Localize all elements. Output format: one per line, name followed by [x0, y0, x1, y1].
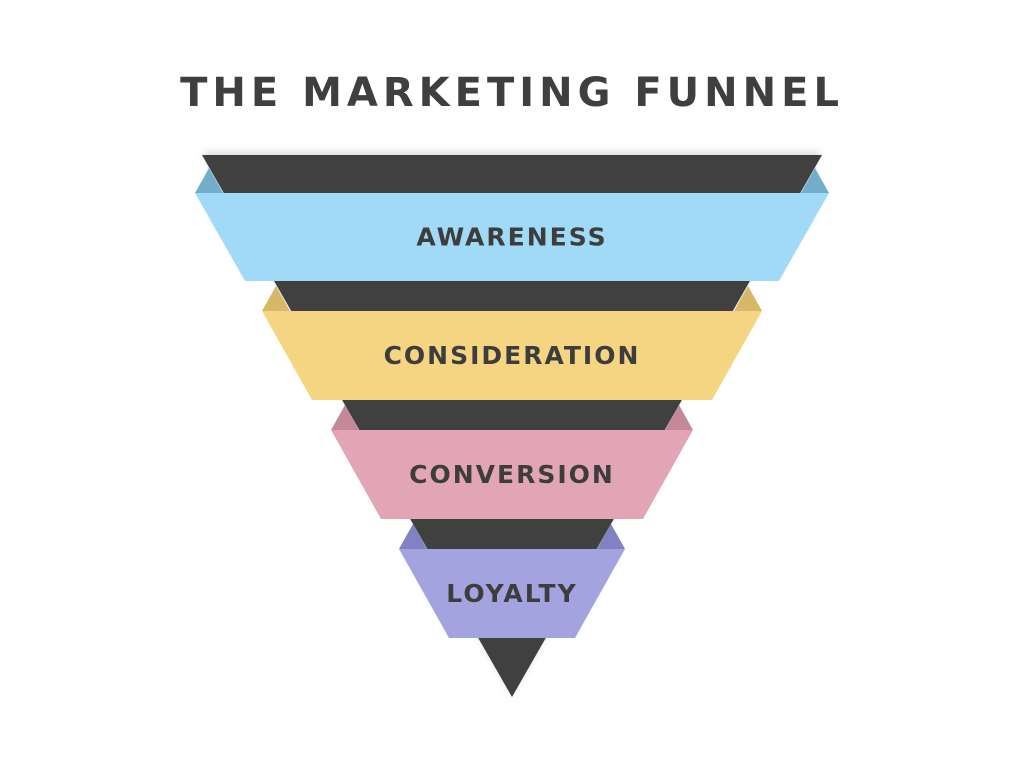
right-fold: [597, 524, 625, 549]
diagram-title: THE MARKETING FUNNEL: [180, 70, 844, 116]
right-fold: [665, 405, 693, 430]
left-fold: [399, 524, 427, 549]
stage-loyalty: LOYALTY: [399, 524, 625, 638]
stage-conversion: CONVERSION: [331, 405, 693, 519]
stage-consideration: CONSIDERATION: [262, 286, 762, 400]
stage-band: [399, 549, 625, 638]
stage-band: [195, 193, 829, 281]
stage-label: LOYALTY: [446, 579, 577, 608]
left-fold: [262, 286, 290, 311]
stage-label: AWARENESS: [416, 223, 607, 252]
left-fold: [331, 405, 359, 430]
stage-band: [331, 430, 693, 519]
stage-label: CONSIDERATION: [384, 341, 641, 370]
stage-band: [262, 311, 762, 400]
funnel-triangle: [202, 155, 822, 697]
right-fold: [734, 286, 762, 311]
stage-label: CONVERSION: [409, 460, 615, 489]
left-fold: [195, 168, 223, 193]
right-fold: [801, 168, 829, 193]
stage-awareness: AWARENESS: [195, 168, 829, 281]
